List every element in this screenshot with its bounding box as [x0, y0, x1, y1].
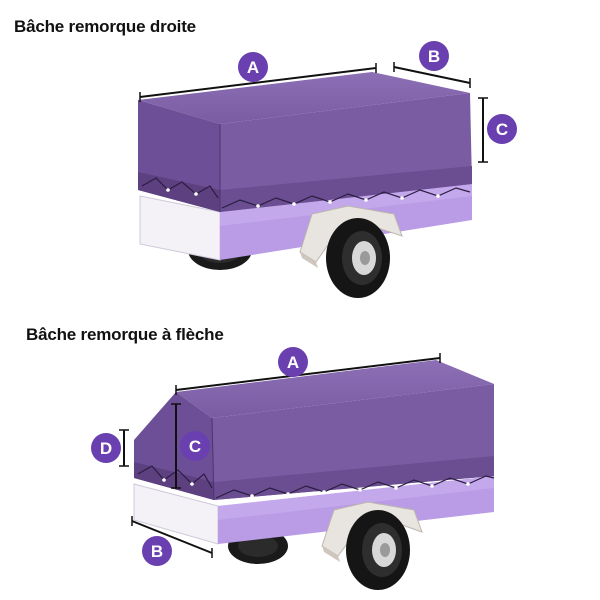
title-arrow-trailer-cover: Bâche remorque à flèche [26, 325, 224, 344]
badge-c-bottom-label: C [189, 437, 201, 456]
badge-c-top-label: C [496, 120, 508, 139]
badge-b-top-label: B [428, 47, 440, 66]
title-straight-trailer-cover: Bâche remorque droite [14, 17, 196, 36]
arrow-trailer [133, 360, 495, 590]
tarp-lacing [141, 177, 471, 209]
straight-trailer [138, 72, 472, 298]
badge-c-bottom: C [180, 431, 210, 461]
tarp-roof-bottom [176, 360, 494, 418]
badge-a-bottom-label: A [287, 353, 299, 372]
fender [299, 205, 403, 268]
badge-b-top: B [419, 41, 449, 71]
badge-a-top-label: A [247, 58, 259, 77]
badge-a-bottom: A [278, 347, 308, 377]
rear-wheel [326, 218, 390, 298]
bottom-dimension-lines [119, 353, 441, 558]
badge-d-bottom: D [91, 433, 121, 463]
badge-a-top: A [238, 52, 268, 82]
badge-b-bottom-label: B [151, 542, 163, 561]
badge-d-bottom-label: D [100, 439, 112, 458]
top-dimension-lines [139, 62, 488, 163]
badge-c-top: C [487, 114, 517, 144]
badge-b-bottom: B [142, 536, 172, 566]
tarp-top [138, 72, 470, 124]
rear-wheel-bottom [346, 510, 410, 590]
